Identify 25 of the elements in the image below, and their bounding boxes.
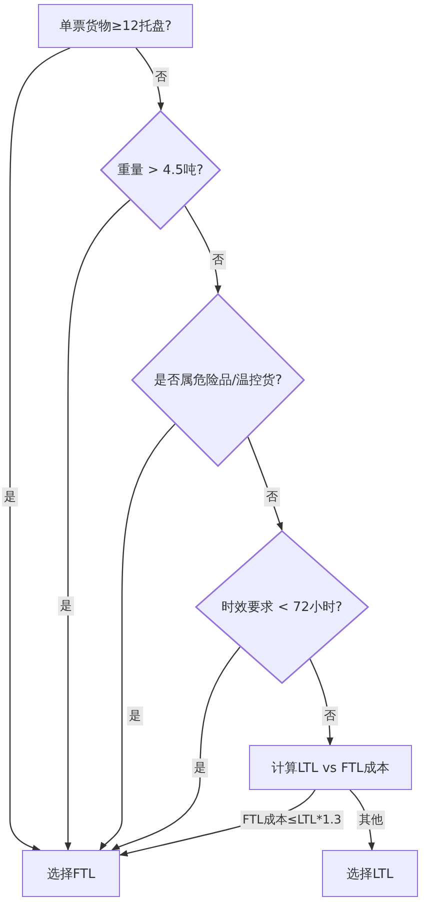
arrow [111, 646, 240, 851]
edge-label: 否 [264, 488, 280, 506]
process-box: 选择LTL [322, 850, 418, 897]
arrow [309, 658, 334, 746]
arrow [247, 436, 283, 531]
edge-label: 否 [322, 706, 338, 726]
edge-label: 其他 [357, 810, 385, 830]
arrow [9, 47, 70, 852]
edge-label: FTL成本≤LTL*1.3 [240, 810, 344, 830]
decision-diamond: 是否属危险品/温控货? [131, 293, 305, 467]
arrow [184, 206, 222, 294]
edge-label: 是 [2, 488, 18, 506]
edge-label: 否 [153, 68, 169, 86]
decision-diamond: 重量 > 4.5吨? [100, 110, 221, 230]
edge-label: 否 [210, 250, 226, 270]
process-box: 计算LTL vs FTL成本 [249, 745, 412, 790]
arrow [64, 200, 130, 851]
arrow [136, 48, 164, 111]
process-box: 选择FTL [22, 850, 120, 897]
edge-label: 是 [127, 706, 143, 726]
process-box: 单票货物≥12托盘? [38, 4, 193, 48]
edge-label: 是 [58, 596, 74, 616]
arrow [100, 424, 176, 851]
edge-label: 是 [192, 758, 208, 778]
decision-diamond: 时效要求 < 72小时? [195, 530, 369, 684]
